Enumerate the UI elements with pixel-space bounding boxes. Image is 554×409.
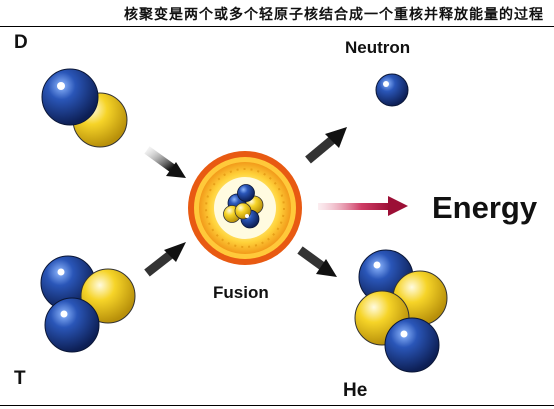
helium-label: He	[343, 380, 368, 401]
tritium-nucleus	[40, 255, 136, 353]
bottom-divider	[0, 405, 554, 406]
tritium-label: T	[14, 368, 26, 389]
energy-arrow	[318, 196, 408, 216]
header-bar: 核聚变是两个或多个轻原子核结合成一个重核并释放能量的过程	[0, 0, 554, 27]
arrow-t-to-fusion	[144, 242, 186, 277]
deuterium-label: D	[14, 32, 28, 53]
arrow-to-helium	[297, 246, 337, 277]
arrow-d-to-fusion	[144, 146, 186, 178]
helium-nucleus	[354, 249, 448, 373]
energy-label: Energy	[432, 190, 538, 225]
page-title: 核聚变是两个或多个轻原子核结合成一个重核并释放能量的过程	[124, 7, 544, 23]
fusion-core	[188, 151, 302, 265]
deuterium-nucleus	[41, 68, 128, 148]
fusion-label: Fusion	[213, 283, 269, 302]
neutron-particle	[375, 73, 409, 107]
arrow-to-neutron	[305, 127, 347, 164]
neutron-label: Neutron	[345, 38, 411, 57]
